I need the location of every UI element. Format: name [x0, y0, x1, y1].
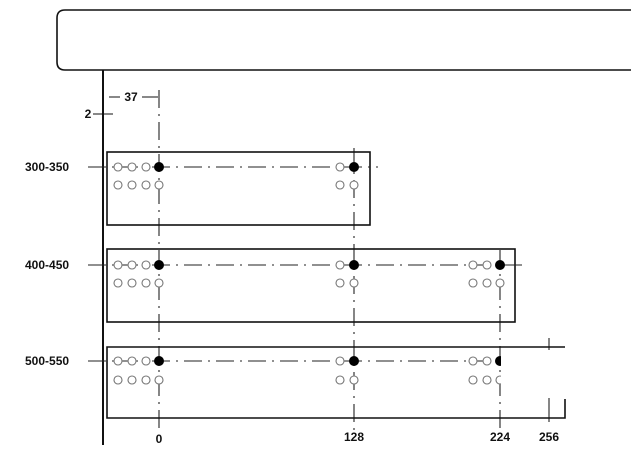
axis-label-224: 224	[490, 430, 510, 444]
axis-label-256: 256	[539, 430, 559, 444]
hole-group	[113, 162, 359, 190]
panel-row-300-350: 300-350	[25, 151, 378, 226]
dimension-37: 37	[109, 90, 158, 104]
hole-group	[113, 356, 505, 385]
row-label: 500-550	[25, 354, 69, 368]
row-label: 300-350	[25, 160, 69, 174]
dimension-37-label: 37	[124, 90, 138, 104]
panel-row-500-550: 500-550	[25, 346, 566, 419]
hole-group	[113, 260, 505, 288]
row-label: 400-450	[25, 258, 69, 272]
dimension-2: 2	[85, 107, 113, 121]
axis-label-128: 128	[344, 430, 364, 444]
panel-row-400-450: 400-450	[25, 248, 524, 323]
axis-label-0: 0	[156, 432, 163, 446]
dimension-2-label: 2	[85, 107, 92, 121]
header-box	[56, 9, 631, 71]
x-axis-labels: 0 128 224 256	[156, 430, 560, 446]
